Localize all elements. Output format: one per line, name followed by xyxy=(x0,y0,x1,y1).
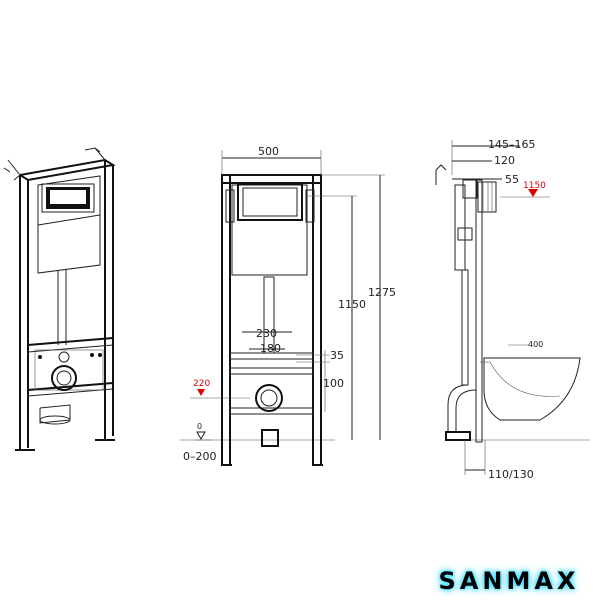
offset-35-label: 35 xyxy=(330,349,344,362)
brand-logo: SANMAX xyxy=(425,566,593,596)
bowl-height-label: 400 xyxy=(528,340,543,349)
depth-55-label: 55 xyxy=(505,173,519,186)
depth-120-label: 120 xyxy=(494,154,515,167)
total-height-label: 1275 xyxy=(368,286,396,299)
height-100-label: 100 xyxy=(323,377,344,390)
width-label: 500 xyxy=(258,145,279,158)
level-220-label: 220 xyxy=(193,379,210,389)
depth-range-label: 145–165 xyxy=(488,138,536,151)
side-view xyxy=(435,140,590,475)
spacing-230-label: 230 xyxy=(256,327,277,340)
level-0-label: 0 xyxy=(197,422,202,431)
level-1150-label: 1150 xyxy=(523,181,546,191)
spacing-180-label: 180 xyxy=(260,342,281,355)
floor-range-label: 0–200 xyxy=(183,450,217,463)
isometric-view xyxy=(3,147,116,451)
plate-height-label: 1150 xyxy=(338,298,366,311)
front-view xyxy=(180,150,385,466)
bottom-range-label: 110/130 xyxy=(488,468,534,481)
brand-name: SANMAX xyxy=(438,567,580,595)
